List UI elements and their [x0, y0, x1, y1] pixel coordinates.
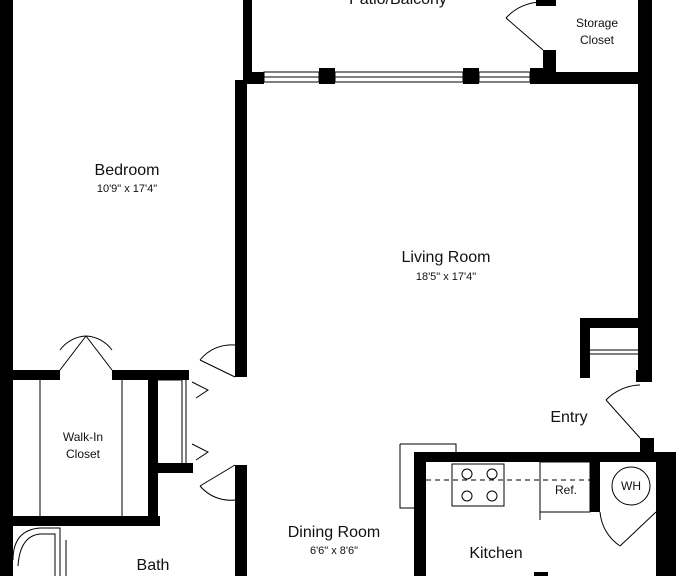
wall-bedroom-living-lower	[235, 465, 247, 576]
wall-bedroom-bottom-left	[0, 370, 60, 380]
wall-entry-stub	[636, 370, 652, 382]
wall-entry-right	[640, 438, 654, 452]
burner-3	[461, 490, 473, 502]
dining-room-dimensions: 6'6" x 8'6"	[310, 545, 358, 557]
wall-kitchen-top	[414, 452, 676, 462]
living-room-dimensions: 18'5" x 17'4"	[416, 271, 476, 283]
door-wh	[599, 511, 657, 547]
stove	[451, 463, 505, 507]
wall-right-exterior	[638, 0, 652, 382]
wall-window-mid-post-2	[463, 68, 479, 84]
wall-walkin-bottom	[0, 516, 160, 526]
wall-entry-closet-left	[580, 318, 590, 378]
walk-in-closet-label-line2: Closet	[66, 447, 101, 461]
wall-kitchen-left	[414, 452, 426, 576]
kitchen-fixtures	[399, 443, 651, 520]
burner-1	[461, 468, 473, 480]
water-heater-label: WH	[621, 479, 641, 493]
wall-window-mid-post-1	[319, 68, 335, 84]
bath-fixtures	[12, 527, 67, 576]
door-entry	[605, 384, 641, 439]
water-heater	[611, 466, 651, 506]
door-entry-closet	[590, 349, 638, 355]
wall-storage-top-stub	[536, 0, 556, 6]
wall-window-left-post	[252, 72, 264, 84]
wall-far-right	[656, 452, 676, 576]
burner-2	[486, 468, 498, 480]
wall-wh-left	[590, 452, 600, 512]
wall-bedroom-living-upper	[235, 80, 247, 377]
patio-label: Patio/Balcony	[349, 0, 447, 8]
wall-patio-left	[243, 0, 252, 84]
bedroom-label: Bedroom	[95, 162, 160, 179]
door-lower-left	[199, 464, 236, 501]
counter-peninsula	[399, 443, 457, 509]
refrigerator-label: Ref.	[555, 483, 577, 497]
wall-walkin-right	[148, 370, 158, 526]
storage-closet-label-line2: Closet	[580, 33, 615, 47]
wall-closet-bottom	[148, 463, 193, 473]
wall-kitchen-bottom-stub	[534, 572, 548, 576]
door-bedroom	[199, 344, 236, 378]
bedroom-dimensions: 10'9" x 17'4"	[97, 183, 157, 195]
kitchen-label: Kitchen	[469, 545, 522, 562]
wall-storage-bottom	[543, 72, 643, 84]
burner-4	[486, 490, 498, 502]
entry-label: Entry	[550, 409, 587, 426]
dining-room-label: Dining Room	[288, 524, 380, 541]
door-storage	[505, 1, 544, 51]
wall-left-exterior	[0, 0, 13, 576]
door-walkin-left	[59, 335, 87, 371]
closet-details	[39, 379, 209, 516]
bathtub	[12, 527, 61, 576]
wall-entry-closet-top	[580, 318, 652, 328]
walk-in-closet-label-line1: Walk-In	[63, 430, 103, 444]
door-walkin-right	[85, 335, 113, 371]
storage-closet-label-line1: Storage	[576, 16, 618, 30]
windows	[263, 71, 531, 83]
refrigerator	[539, 461, 591, 513]
living-room-label: Living Room	[402, 249, 491, 266]
bath-label: Bath	[137, 557, 170, 574]
doors	[59, 1, 657, 547]
